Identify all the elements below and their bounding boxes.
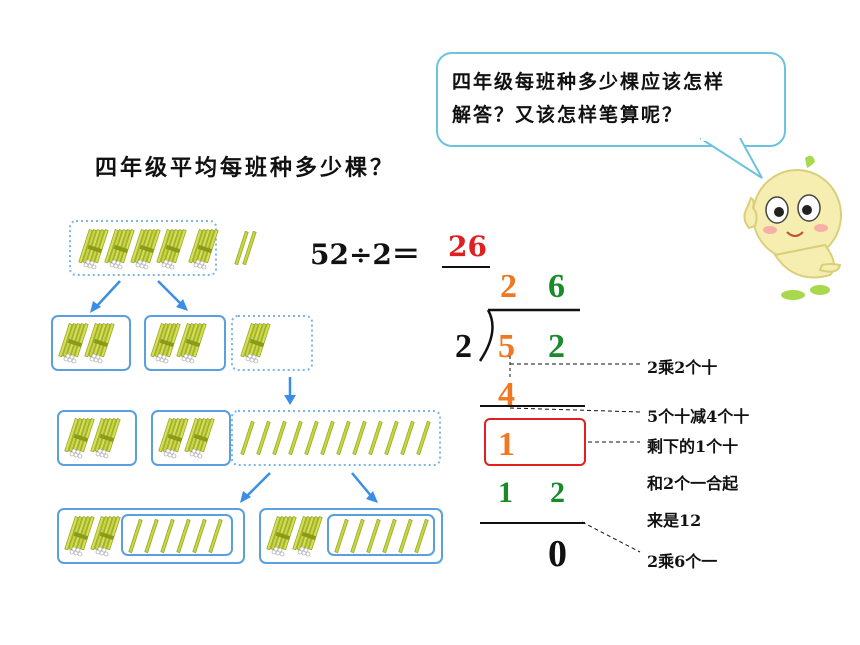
mascot-icon [743, 155, 842, 300]
quotient-tens: 2 [500, 268, 517, 305]
note-multiply-ones: 2乘6个一 [647, 552, 718, 571]
question-text: 四年级平均每班种多少棵？ [95, 156, 396, 181]
stick-grouping-diagram [51, 220, 443, 564]
divisor: 2 [455, 328, 472, 365]
note-leader-lines [509, 356, 641, 553]
dividend-ones: 2 [548, 328, 565, 365]
dividend-tens: 5 [498, 328, 515, 365]
note-subtract-tens: 5个十减4个十 [647, 407, 750, 426]
equation-answer: 26 [448, 230, 487, 263]
note-remainder-line1: 剩下的1个十 [647, 437, 739, 456]
final-remainder: 0 [548, 533, 567, 575]
bubble-line-1: 四年级每班种多少棵应该怎样 [452, 71, 726, 93]
subtraction-line-2 [480, 522, 585, 524]
brought-down-ones: 2 [550, 476, 565, 509]
answer-underline [442, 266, 490, 268]
note-remainder-line2: 和2个一合起 [647, 474, 739, 493]
note-multiply-tens: 2乘2个十 [647, 358, 718, 377]
first-product: 4 [498, 376, 515, 413]
remainder-highlight-box [484, 418, 586, 466]
speech-bubble: 四年级每班种多少棵应该怎样 解答？又该怎样笔算呢？ [436, 52, 786, 147]
note-remainder-line3: 来是12 [647, 511, 702, 530]
bubble-tail [700, 138, 763, 179]
equation-expression: 52÷2＝ [310, 238, 420, 271]
brought-down-tens: 1 [498, 476, 513, 509]
bubble-line-2: 解答？又该怎样笔算呢？ [452, 104, 684, 126]
first-remainder: 1 [498, 426, 515, 463]
subtraction-line-1 [480, 405, 585, 407]
division-bracket [478, 308, 580, 362]
quotient-ones: 6 [548, 268, 565, 305]
